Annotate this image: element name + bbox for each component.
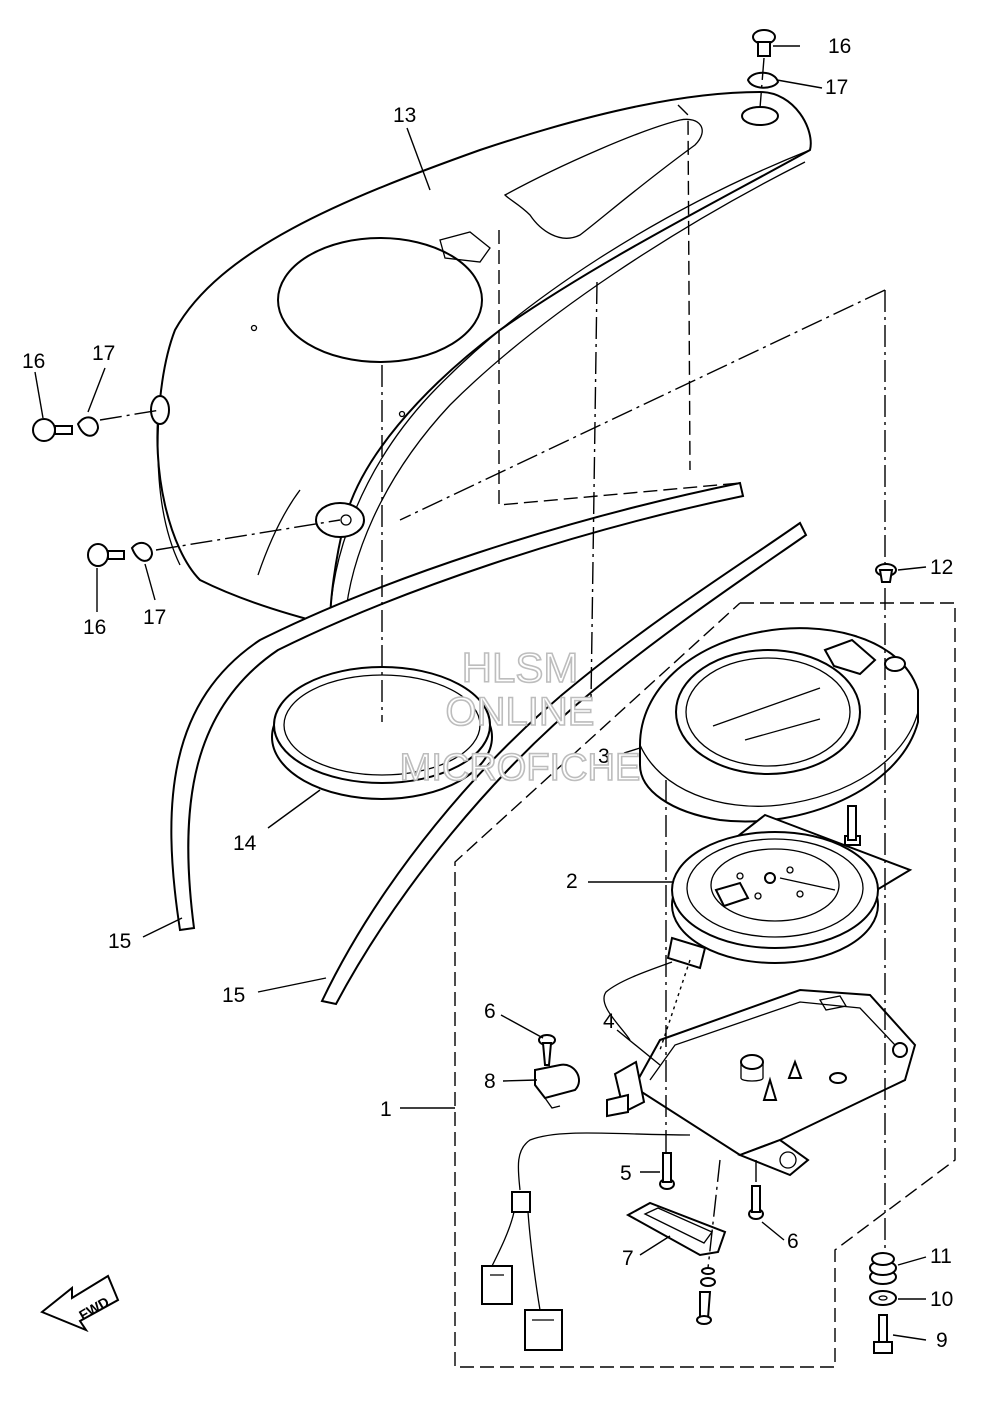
washer-17-top (746, 71, 780, 89)
callout-9: 9 (936, 1329, 948, 1352)
centerline-bolt16-left (99, 409, 161, 421)
watermark-line-1: HLSM (462, 644, 579, 691)
meter-upper-case (639, 627, 919, 823)
callout-7: 7 (622, 1247, 634, 1270)
callout-12: 12 (930, 556, 953, 579)
centerline-strip (590, 281, 598, 701)
callout-3: 3 (598, 745, 610, 768)
callout-6-lower: 6 (787, 1230, 799, 1253)
centerline-bolt16-lower (155, 519, 341, 551)
watermark: HLSM ONLINE MICROFICHE (399, 643, 641, 790)
screw-6-lower (748, 1185, 764, 1220)
callout-16-lower: 16 (83, 616, 106, 639)
screw-6-upper (538, 1034, 556, 1066)
meter-cover (150, 90, 812, 627)
callout-14: 14 (233, 832, 257, 855)
wiring-harness (481, 1132, 691, 1351)
forward-direction-arrow: FWD (40, 1274, 120, 1333)
washer-17-lower (130, 541, 154, 562)
callout-8: 8 (484, 1070, 496, 1093)
hidden-line-left (498, 230, 741, 506)
trim-strip-long (170, 481, 745, 932)
callout-16-top: 16 (828, 35, 851, 58)
washer-17-left (76, 416, 100, 437)
watermark-line-2: ONLINE (446, 690, 595, 734)
callout-17-top: 17 (825, 76, 848, 99)
screw-5 (659, 1152, 675, 1190)
small-bolt-washers (696, 1267, 716, 1325)
centerline-bolt16-top (759, 57, 765, 109)
damper-11 (869, 1252, 897, 1285)
callout-4: 4 (603, 1010, 615, 1033)
bolt-16-top (752, 29, 776, 57)
meter-lower-case (606, 988, 917, 1177)
trim-strip-short (320, 521, 808, 1006)
watermark-line-3: MICROFICHE (400, 747, 641, 789)
cord-clamp-8 (534, 1063, 580, 1109)
bolt-9 (873, 1314, 893, 1354)
callout-5: 5 (620, 1162, 632, 1185)
callout-17-lower: 17 (143, 606, 166, 629)
bolt-16-lower (87, 543, 125, 567)
callout-16-left: 16 (22, 350, 45, 373)
meter-unit (603, 805, 913, 1041)
connector-guide (659, 959, 691, 1051)
grommet-12 (875, 563, 897, 583)
meter-assembly-boundary (454, 602, 956, 1368)
callout-15-right: 15 (222, 984, 245, 1007)
callout-1: 1 (380, 1098, 392, 1121)
callout-17-left: 17 (92, 342, 115, 365)
callout-15-left: 15 (108, 930, 131, 953)
hidden-line-right (677, 104, 691, 471)
callout-10: 10 (930, 1288, 953, 1311)
washer-10 (869, 1290, 897, 1306)
callout-6-upper: 6 (484, 1000, 496, 1023)
callout-13: 13 (393, 104, 416, 127)
callout-2: 2 (566, 870, 578, 893)
callout-11: 11 (930, 1245, 952, 1268)
centerline-plate-screw (707, 1159, 757, 1269)
bolt-16-left (32, 418, 73, 442)
leader-lines (34, 45, 927, 1341)
diagonal-cover-line (399, 289, 886, 521)
